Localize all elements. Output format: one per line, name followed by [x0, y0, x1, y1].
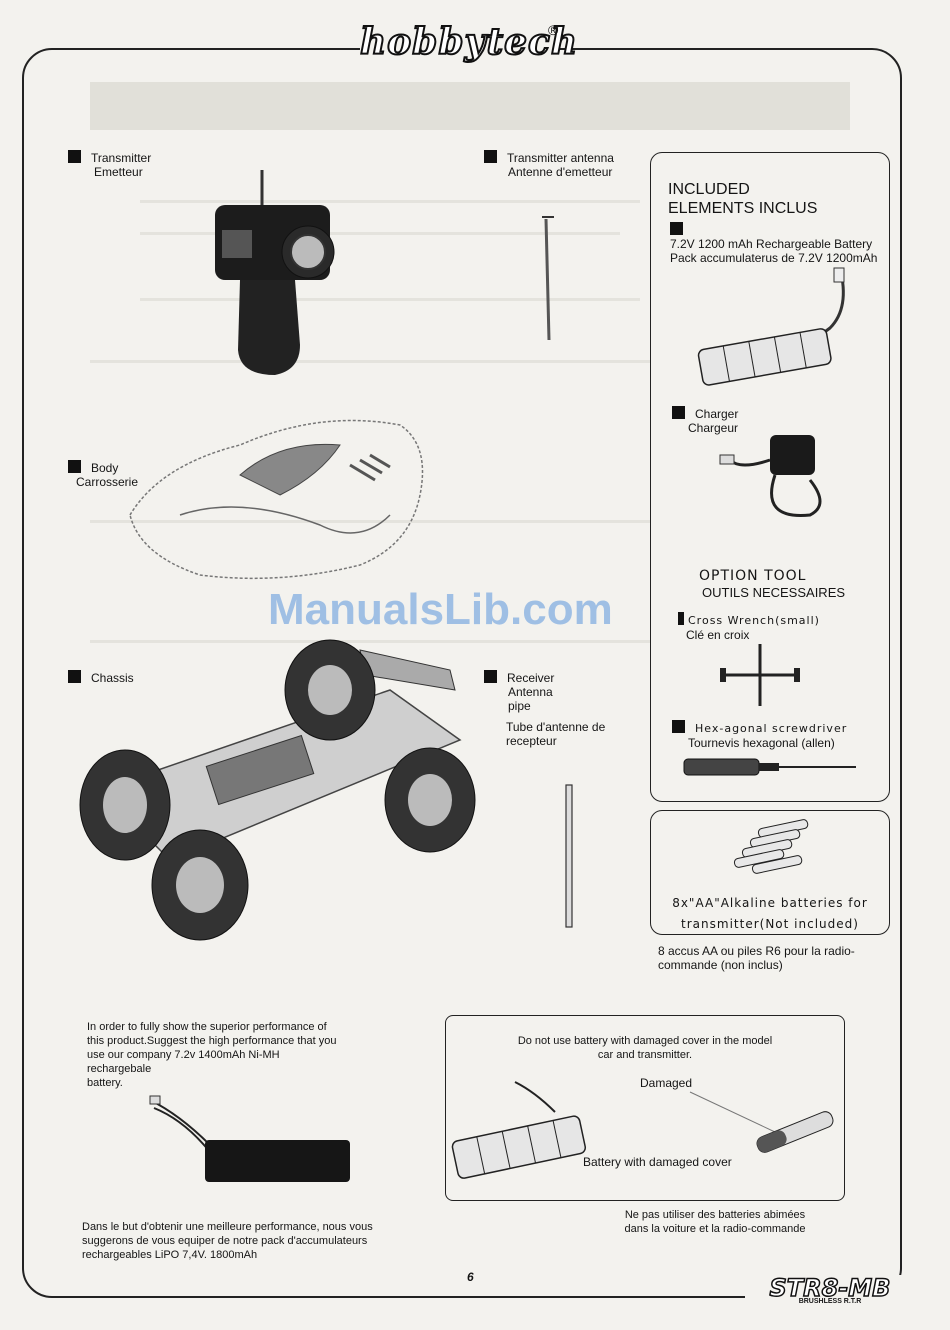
chassis-illustration — [79, 639, 476, 941]
battery-pack-illustration — [697, 267, 845, 386]
page-number: 6 — [467, 1270, 474, 1284]
bleed-line — [140, 298, 640, 301]
damaged-battery-warning-box — [445, 1015, 845, 1201]
lipo-suggestion-en: In order to fully show the superior perf… — [87, 1021, 337, 1089]
chassis-label: Chassis — [68, 670, 134, 685]
bleed-line — [140, 232, 620, 235]
watermark: ManualsLib.com — [268, 585, 613, 634]
header-bleed-band — [90, 82, 850, 130]
warning-text: Do not use battery with damaged cover in… — [517, 1035, 773, 1061]
body-shell-illustration — [129, 419, 424, 580]
battery-label: 7.2V 1200 mAh Rechargeable Battery Pack … — [670, 222, 877, 265]
lipo-suggestion-fr: Dans le but d'obtenir une meilleure perf… — [82, 1221, 373, 1261]
damaged-battery-caption: Battery with damaged cover — [583, 1155, 732, 1169]
charger-label: Charger Chargeur — [672, 406, 738, 435]
body-label: Body Carrosserie — [68, 460, 138, 489]
registered-mark: ® — [548, 22, 559, 38]
bleed-line — [140, 200, 640, 203]
model-name: STR8-MB — [769, 1274, 891, 1302]
aa-batteries-box — [650, 810, 890, 935]
wrench-label: Cross Wrench(small) Clé en croix — [678, 612, 820, 642]
model-logo: STR8-MB BRUSHLESS R.T.R — [745, 1274, 915, 1309]
included-elements-box — [650, 152, 890, 802]
damaged-label: Damaged — [640, 1076, 693, 1090]
bullet-icon — [672, 406, 685, 419]
bleed-line — [90, 640, 650, 643]
bullet-icon — [484, 670, 497, 683]
option-tool-fr-title: OUTILS NECESSAIRES — [702, 585, 846, 600]
transmitter-illustration — [215, 170, 335, 375]
aa-batteries-illustration — [733, 819, 809, 874]
bullet-icon — [68, 150, 81, 163]
lipo-battery-illustration — [149, 1095, 350, 1182]
antenna-label: Transmitter antenna Antenne d'emetteur — [484, 150, 614, 179]
brand-logo: hobbytech — [359, 20, 578, 68]
bullet-icon — [484, 150, 497, 163]
option-tool-title: OPTION TOOL — [699, 568, 807, 584]
bullet-icon — [670, 222, 683, 235]
bleed-line — [90, 360, 650, 363]
bullet-icon — [678, 612, 684, 625]
hex-screwdriver-illustration — [683, 758, 856, 776]
bullet-icon — [68, 460, 81, 473]
cross-wrench-illustration — [720, 644, 800, 706]
receiver-label: Receiver Antenna pipe — [484, 670, 554, 713]
bleed-line — [90, 520, 650, 523]
aa-batteries-fr-caption: 8 accus AA ou piles R6 pour la radio-com… — [658, 944, 855, 972]
model-subtitle: BRUSHLESS R.T.R — [798, 1298, 862, 1305]
receiver-pipe-illustration — [565, 784, 573, 928]
antenna-illustration — [542, 216, 554, 341]
charger-illustration — [719, 435, 822, 517]
bullet-icon — [672, 720, 685, 733]
bullet-icon — [68, 670, 81, 683]
transmitter-label: Transmitter Emetteur — [68, 150, 151, 179]
hex-driver-label: Hex-agonal screwdriver Tournevis hexagon… — [672, 720, 847, 750]
damaged-battery-illustration — [451, 1081, 834, 1179]
